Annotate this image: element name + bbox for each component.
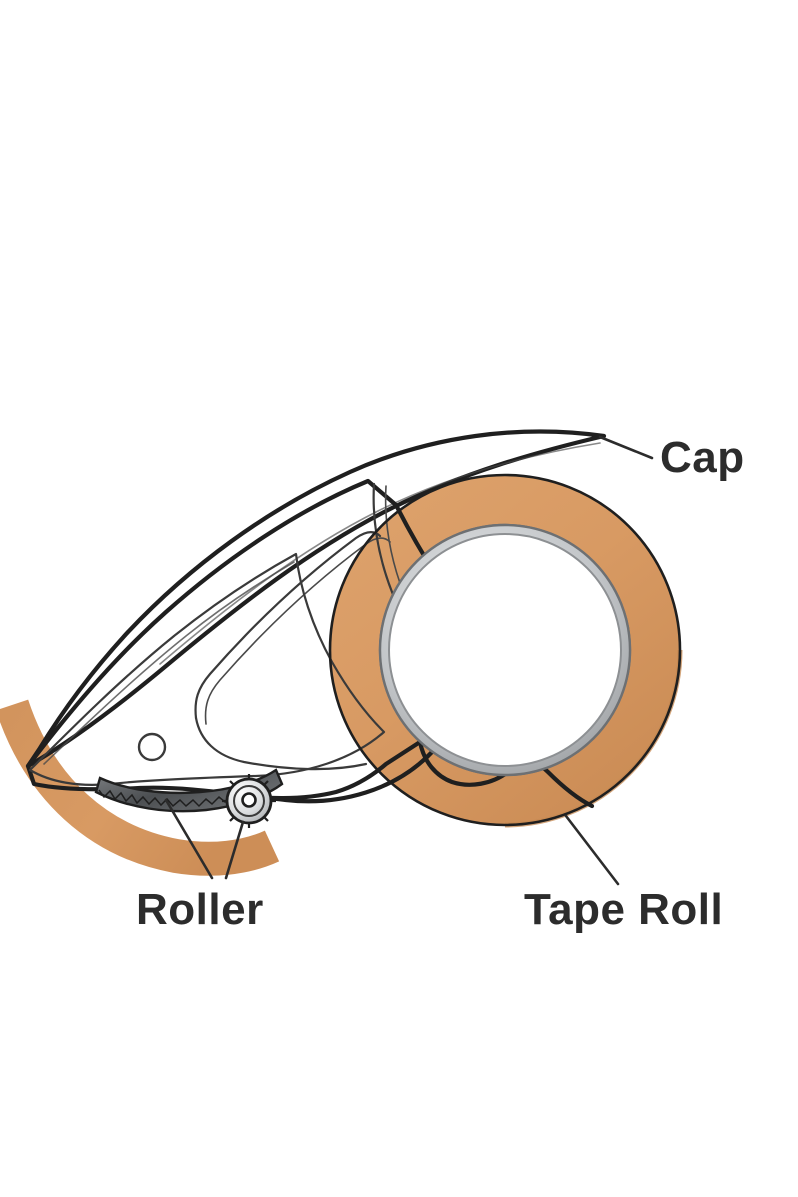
tape-roll-outline [328,473,682,827]
body-panel-line-inner [204,537,391,725]
body-panel-line-bottom [194,716,368,771]
label-tape-roll: Tape Roll [524,885,723,934]
body-nose-contour [223,739,595,809]
roller-wheel-leader-line [224,820,245,880]
leader-lines [164,435,654,886]
tape-roll-leader-line [564,814,620,886]
label-cap: Cap [660,433,745,482]
body-screw-boss-icon [137,732,167,762]
roller-wheel-hub [241,792,257,808]
dispenser-body [25,478,595,809]
roller-wheel-rim [233,785,265,817]
body-grip-pad [28,552,386,786]
body-panel-line-outer [194,531,382,720]
cap-inner-seam [159,442,601,665]
cap-leader-line [598,435,654,460]
body-grip-pad-seam [43,561,295,765]
roller-blade-leader-line [164,798,214,880]
roller-wheel-teeth [222,774,276,828]
tape-roll-front-overlap [329,523,681,826]
roller-wheel [222,774,276,828]
label-roller: Roller [136,885,264,934]
